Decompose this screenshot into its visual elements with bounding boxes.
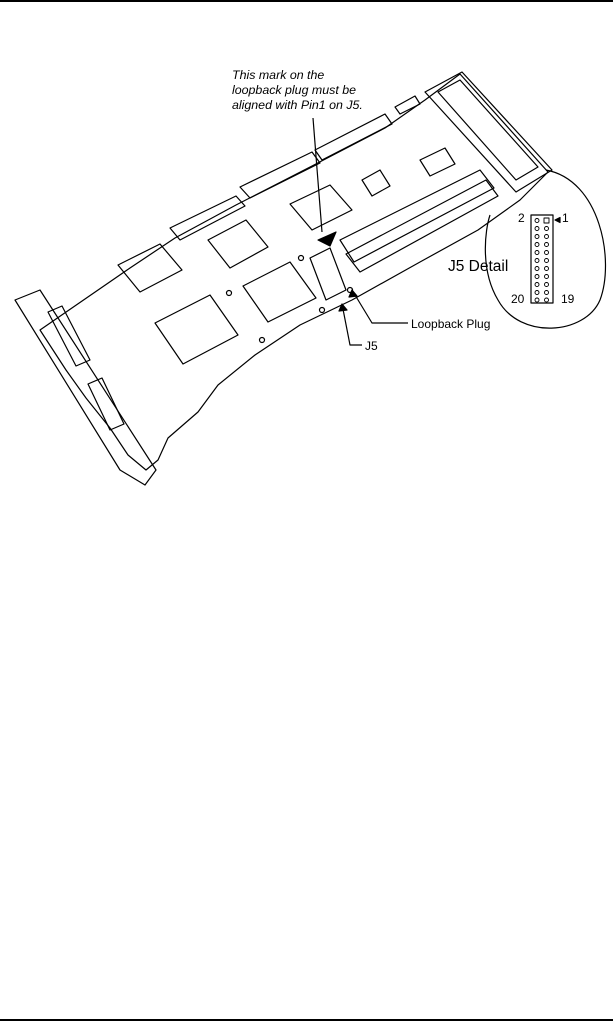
j5-arrowhead [338, 303, 348, 312]
mount-hole [258, 336, 266, 344]
callout-line-2: loopback plug must be [232, 83, 356, 97]
mount-hole [297, 254, 305, 262]
pin-20-label: 20 [511, 292, 525, 306]
bracket-port-1 [47, 305, 91, 367]
top-connector-3 [314, 113, 393, 161]
chip-3 [289, 184, 353, 231]
pin-19-label: 19 [561, 292, 575, 306]
footer-rule [0, 1019, 613, 1021]
top-small-connector [394, 95, 421, 115]
j5-label: J5 [365, 339, 378, 353]
bracket-port-2 [87, 377, 125, 431]
loopback-plug-label: Loopback Plug [411, 317, 491, 331]
chip-large-1 [154, 294, 239, 365]
callout-line-1: This mark on the [232, 68, 325, 82]
loopback-leader [351, 289, 408, 324]
chip-large-2 [242, 261, 317, 323]
right-extension [424, 71, 553, 193]
top-connector-2 [239, 151, 321, 199]
pin-1-square [543, 217, 550, 224]
memory-module [339, 169, 495, 263]
j5-detail-label: J5 Detail [448, 258, 509, 275]
mount-hole [318, 306, 326, 314]
chip-5 [419, 147, 456, 177]
top-connector-1 [169, 195, 246, 241]
right-extension-inner [437, 79, 539, 181]
chip-2 [207, 219, 269, 269]
chip-1 [117, 243, 183, 293]
j5-leader [341, 303, 362, 346]
callout-line-3: aligned with Pin1 on J5. [232, 98, 363, 112]
pin-1-label: 1 [562, 211, 569, 225]
j5-detail-circle [484, 169, 607, 329]
pin-2-label: 2 [518, 211, 525, 225]
chip-4 [361, 169, 391, 197]
header-rule [0, 0, 613, 2]
j5-pins [534, 217, 550, 303]
pin-1-marker [554, 216, 561, 224]
alignment-mark-arrow [317, 231, 337, 247]
memory-module-base [345, 179, 499, 273]
callout-leader [312, 117, 323, 233]
j5-pin-grid [530, 214, 554, 304]
slot-bracket [14, 289, 157, 486]
j5-header [309, 247, 347, 301]
loopback-arrowhead [348, 289, 358, 298]
alignment-callout: This mark on the loopback plug must be a… [232, 68, 402, 113]
mount-hole [225, 289, 233, 297]
pcb-outline [39, 73, 549, 471]
